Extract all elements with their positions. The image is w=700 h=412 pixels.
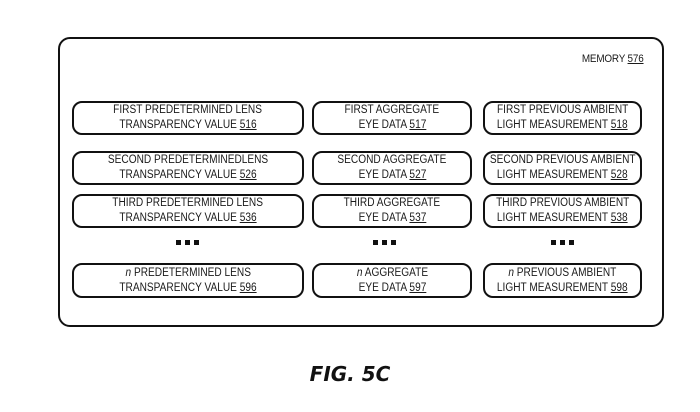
lens-transparency-box-first: FIRST PREDETERMINED LENS TRANSPARENCY VA… <box>72 101 304 135</box>
box-line-2: TRANSPARENCY VALUE 526 <box>119 168 256 183</box>
box-ref-number: 518 <box>610 119 628 131</box>
dot <box>569 240 574 245</box>
lens-transparency-box-third: THIRD PREDETERMINED LENS TRANSPARENCY VA… <box>72 194 304 228</box>
box-line-1: FIRST AGGREGATE <box>345 103 440 118</box>
box-line2-text: LIGHT MEASUREMENT <box>497 169 609 181</box>
box-line-1: THIRD PREDETERMINED LENS <box>113 196 264 211</box>
dot <box>391 240 396 245</box>
box-ref-number: 528 <box>610 169 628 181</box>
box-prefix: n <box>125 266 131 279</box>
continuation-dots-icon <box>551 240 574 245</box>
box-line-2: EYE DATA 597 <box>358 281 426 296</box>
box-line-2: EYE DATA 527 <box>358 168 426 183</box>
dot <box>551 240 556 245</box>
lens-transparency-box-second: SECOND PREDETERMINEDLENS TRANSPARENCY VA… <box>72 151 304 185</box>
box-line2-text: TRANSPARENCY VALUE <box>119 169 237 181</box>
figure-caption: FIG. 5C <box>309 362 391 386</box>
box-line-2: LIGHT MEASUREMENT 518 <box>497 118 628 133</box>
box-line2-text: EYE DATA <box>358 212 407 224</box>
box-line2-text: LIGHT MEASUREMENT <box>497 212 609 224</box>
box-line-1: SECOND PREVIOUS AMBIENT <box>490 153 636 168</box>
box-line-1: FIRST PREDETERMINED LENS <box>114 103 263 118</box>
box-line1-text: SECOND AGGREGATE <box>337 154 447 166</box>
aggregate-eye-data-box-third: THIRD AGGREGATE EYE DATA 537 <box>312 194 472 228</box>
box-ref-number: 516 <box>239 119 257 131</box>
aggregate-eye-data-box-first: FIRST AGGREGATE EYE DATA 517 <box>312 101 472 135</box>
box-prefix: n <box>356 266 363 279</box>
dot <box>194 240 199 245</box>
memory-label: MEMORY 576 <box>582 53 644 65</box>
box-line-1: n AGGREGATE <box>356 266 427 281</box>
box-ref-number: 597 <box>408 281 426 294</box>
box-ref-number: 598 <box>610 281 628 294</box>
ambient-light-box-third: THIRD PREVIOUS AMBIENT LIGHT MEASUREMENT… <box>483 194 642 228</box>
box-line1-text: FIRST PREVIOUS AMBIENT <box>496 104 629 116</box>
box-line2-text: LIGHT MEASUREMENT <box>497 119 609 131</box>
box-line1-text: THIRD PREDETERMINED LENS <box>112 197 264 209</box>
box-line1-text: PREVIOUS AMBIENT <box>514 266 617 279</box>
box-line1-text: SECOND PREDETERMINEDLENS <box>107 154 269 166</box>
memory-label-text: MEMORY <box>582 53 626 65</box>
box-line2-text: TRANSPARENCY VALUE <box>119 281 237 294</box>
box-line-1: n PREVIOUS AMBIENT <box>509 266 617 281</box>
dot <box>560 240 565 245</box>
lens-transparency-box-n: n PREDETERMINED LENS TRANSPARENCY VALUE … <box>72 263 304 298</box>
box-line-2: TRANSPARENCY VALUE 516 <box>119 118 256 133</box>
dot <box>382 240 387 245</box>
box-ref-number: 526 <box>239 169 257 181</box>
box-line1-text: PREDETERMINED LENS <box>130 266 251 279</box>
box-ref-number: 517 <box>408 119 426 131</box>
ambient-light-box-n: n PREVIOUS AMBIENT LIGHT MEASUREMENT 598 <box>483 263 642 298</box>
box-line1-text: THIRD AGGREGATE <box>343 197 441 209</box>
box-ref-number: 536 <box>239 212 257 224</box>
box-line-1: THIRD PREVIOUS AMBIENT <box>496 196 629 211</box>
box-line-1: FIRST PREVIOUS AMBIENT <box>497 103 628 118</box>
box-line1-text: FIRST AGGREGATE <box>344 104 440 116</box>
box-line1-text: SECOND PREVIOUS AMBIENT <box>489 154 636 166</box>
aggregate-eye-data-box-n: n AGGREGATE EYE DATA 597 <box>312 263 472 298</box>
memory-block: MEMORY 576 <box>58 37 664 327</box>
box-ref-number: 537 <box>408 212 426 224</box>
box-line-2: LIGHT MEASUREMENT 538 <box>497 211 628 226</box>
box-line2-text: EYE DATA <box>358 169 407 181</box>
box-line-2: EYE DATA 537 <box>358 211 426 226</box>
box-line-1: SECOND PREDETERMINEDLENS <box>108 153 268 168</box>
box-ref-number: 527 <box>408 169 426 181</box>
box-line2-text: EYE DATA <box>358 119 407 131</box>
memory-ref-number: 576 <box>628 53 644 65</box>
box-line2-text: TRANSPARENCY VALUE <box>119 212 237 224</box>
box-line1-text: THIRD PREVIOUS AMBIENT <box>495 197 630 209</box>
box-line-1: THIRD AGGREGATE <box>344 196 441 211</box>
dot <box>176 240 181 245</box>
box-line-1: SECOND AGGREGATE <box>338 153 447 168</box>
ambient-light-box-second: SECOND PREVIOUS AMBIENT LIGHT MEASUREMEN… <box>483 151 642 185</box>
box-line2-text: EYE DATA <box>358 281 407 294</box>
box-prefix: n <box>508 266 515 279</box>
ambient-light-box-first: FIRST PREVIOUS AMBIENT LIGHT MEASUREMENT… <box>483 101 642 135</box>
aggregate-eye-data-box-second: SECOND AGGREGATE EYE DATA 527 <box>312 151 472 185</box>
continuation-dots-icon <box>176 240 199 245</box>
box-line-2: LIGHT MEASUREMENT 598 <box>497 281 628 296</box>
dot <box>185 240 190 245</box>
box-line1-text: AGGREGATE <box>362 266 428 279</box>
box-ref-number: 538 <box>610 212 628 224</box>
box-line-2: TRANSPARENCY VALUE 596 <box>119 281 256 296</box>
box-line-1: n PREDETERMINED LENS <box>125 266 250 281</box>
continuation-dots-icon <box>373 240 396 245</box>
box-line1-text: FIRST PREDETERMINED LENS <box>113 104 263 116</box>
box-line-2: EYE DATA 517 <box>358 118 426 133</box>
box-line2-text: LIGHT MEASUREMENT <box>497 281 609 294</box>
box-line-2: LIGHT MEASUREMENT 528 <box>497 168 628 183</box>
box-line2-text: TRANSPARENCY VALUE <box>119 119 237 131</box>
box-line-2: TRANSPARENCY VALUE 536 <box>119 211 256 226</box>
box-ref-number: 596 <box>239 281 257 294</box>
dot <box>373 240 378 245</box>
